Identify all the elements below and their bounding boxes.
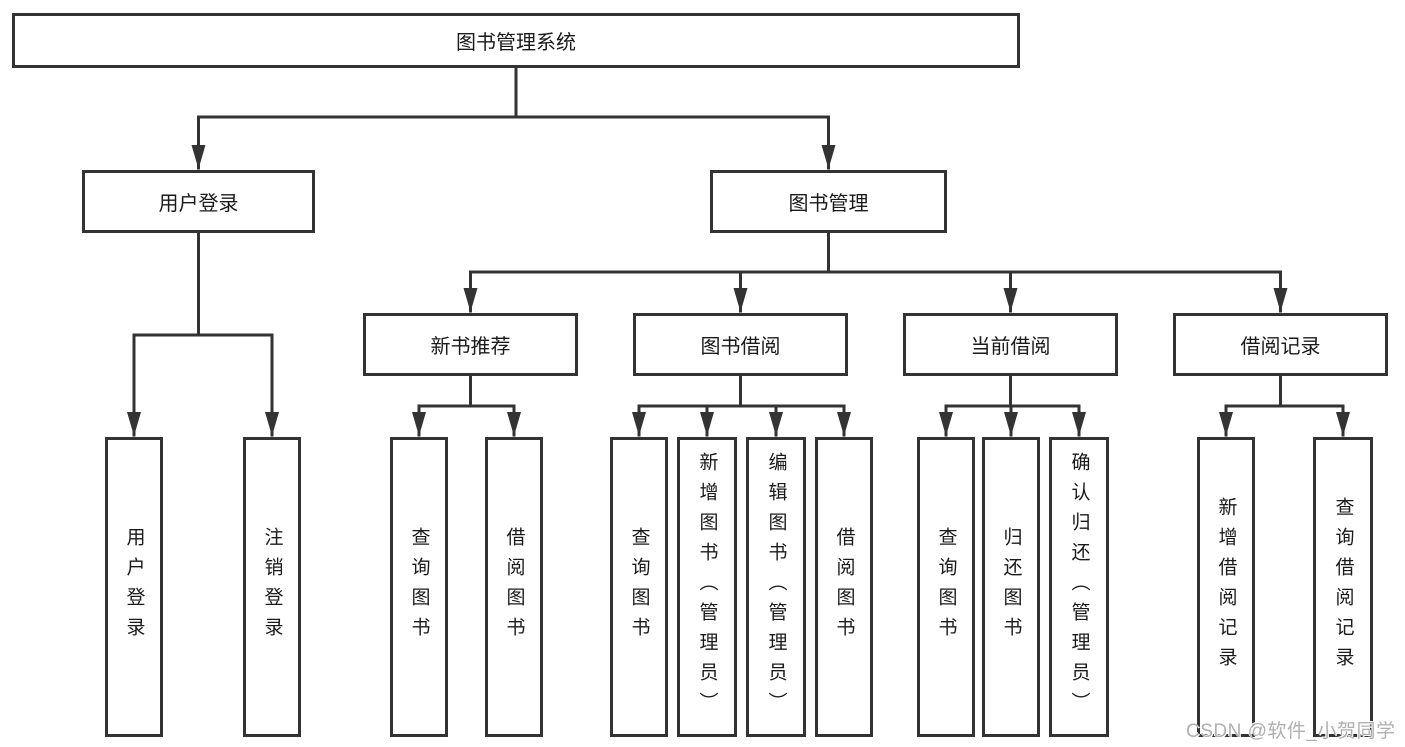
node-leaf-query-borrow-record-label: 查询借阅记录 [1332, 497, 1354, 677]
node-leaf-user-login-label: 用户登录 [123, 527, 145, 647]
node-leaf-add-books-admin: 新增图书（管理员） [677, 437, 737, 737]
node-leaf-query-books-current-label: 查询图书 [935, 527, 957, 647]
node-leaf-edit-books-admin: 编辑图书（管理员） [746, 437, 806, 737]
node-leaf-user-login: 用户登录 [105, 437, 163, 737]
node-book-management: 图书管理 [710, 170, 947, 233]
node-leaf-query-books-recommend-label: 查询图书 [408, 527, 430, 647]
node-leaf-return-books: 归还图书 [982, 437, 1040, 737]
node-leaf-logout: 注销登录 [243, 437, 301, 737]
node-leaf-borrow-books-recommend-label: 借阅图书 [503, 527, 525, 647]
node-leaf-add-books-admin-label: 新增图书（管理员） [696, 452, 718, 722]
node-leaf-return-books-label: 归还图书 [1000, 527, 1022, 647]
node-leaf-borrow-books-label: 借阅图书 [833, 527, 855, 647]
node-leaf-query-borrow-record: 查询借阅记录 [1313, 437, 1373, 737]
node-library-management-system: 图书管理系统 [12, 13, 1020, 68]
connector-group [127, 66, 1350, 437]
node-leaf-borrow-books-recommend: 借阅图书 [485, 437, 543, 737]
node-leaf-query-books-borrow: 查询图书 [610, 437, 668, 737]
node-leaf-edit-books-admin-label: 编辑图书（管理员） [765, 452, 787, 722]
node-leaf-confirm-return-admin: 确认归还（管理员） [1049, 437, 1109, 737]
node-book-borrow: 图书借阅 [633, 313, 848, 376]
node-leaf-query-books-current: 查询图书 [917, 437, 975, 737]
node-user-login: 用户登录 [82, 170, 315, 233]
node-leaf-query-books-recommend: 查询图书 [390, 437, 448, 737]
node-leaf-query-books-borrow-label: 查询图书 [628, 527, 650, 647]
node-leaf-add-borrow-record-label: 新增借阅记录 [1215, 497, 1237, 677]
node-leaf-logout-label: 注销登录 [261, 527, 283, 647]
node-leaf-add-borrow-record: 新增借阅记录 [1197, 437, 1255, 737]
csdn-watermark: CSDN @软件_小贺同学 [1186, 721, 1396, 742]
node-current-borrow: 当前借阅 [903, 313, 1118, 376]
node-new-book-recommend: 新书推荐 [363, 313, 578, 376]
node-borrow-records: 借阅记录 [1173, 313, 1388, 376]
node-leaf-confirm-return-admin-label: 确认归还（管理员） [1068, 452, 1090, 722]
node-leaf-borrow-books: 借阅图书 [815, 437, 873, 737]
